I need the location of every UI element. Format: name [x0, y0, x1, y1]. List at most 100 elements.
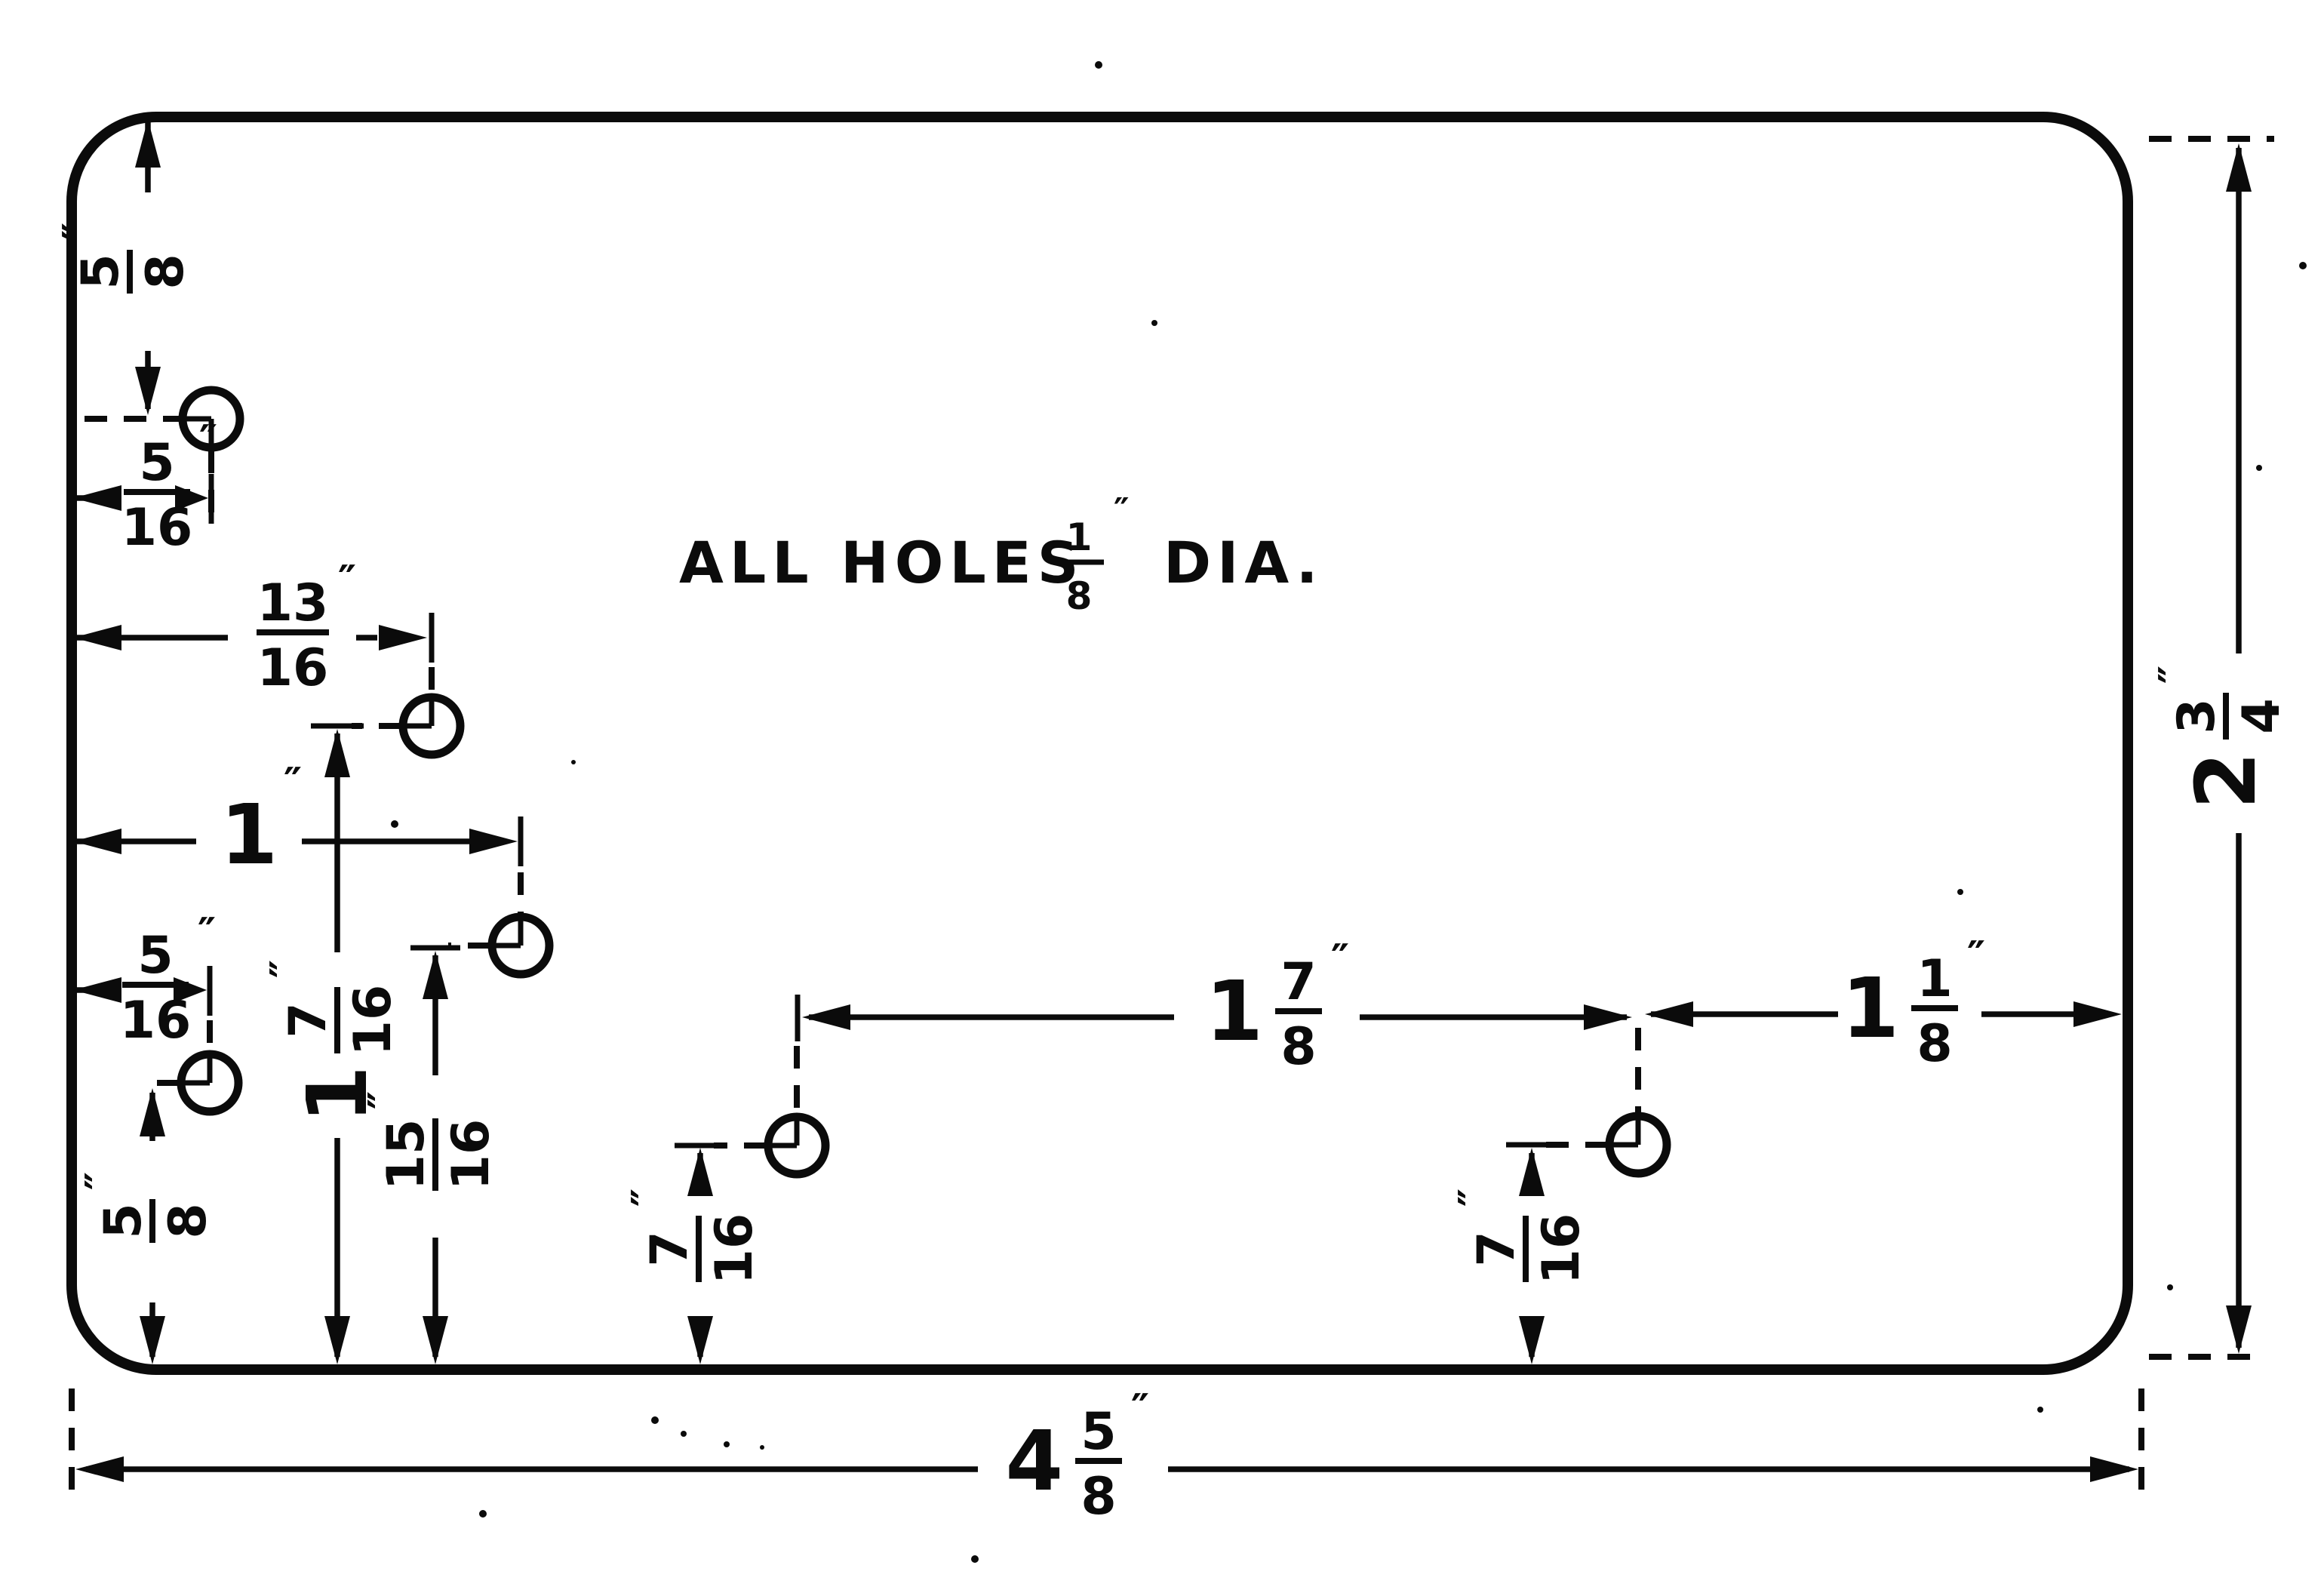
hole-6 [1605, 1112, 1671, 1178]
dimension-arrowhead [687, 1148, 713, 1196]
hole-3 [487, 912, 554, 979]
svg-text:4: 4 [2232, 698, 2292, 733]
dimension-arrowhead [2226, 1305, 2252, 1354]
dimension-arrowhead [379, 625, 427, 650]
hole-5 [764, 1112, 830, 1179]
scan-speck [1957, 889, 1963, 895]
dimension-arrowhead [73, 977, 121, 1003]
dimension-arrowhead [73, 829, 121, 854]
scan-speck [479, 1510, 487, 1518]
scan-speck [1095, 61, 1102, 69]
svg-text:″: ″ [199, 417, 217, 464]
svg-text:2: 2 [2178, 752, 2274, 810]
scan-speck [760, 1445, 764, 1450]
svg-text:16: 16 [1532, 1213, 1591, 1285]
svg-text:5: 5 [71, 254, 131, 289]
svg-text:″: ″ [77, 1172, 124, 1190]
svg-text:7: 7 [278, 1002, 338, 1038]
panel-outline-group [66, 112, 2133, 1375]
dimension-arrowhead [75, 1456, 124, 1482]
note-text-before: ALL HOLES [679, 529, 1084, 596]
svg-text:3: 3 [2167, 698, 2227, 733]
svg-text:1: 1 [1066, 515, 1093, 559]
dimension-arrowhead [73, 625, 121, 650]
svg-text:″: ″ [1331, 936, 1349, 983]
note-text-after: DIA. [1164, 529, 1323, 596]
scan-speck [971, 1555, 979, 1563]
svg-text:16: 16 [257, 638, 329, 698]
scan-speck [2037, 1407, 2043, 1413]
dimension-arrowhead [423, 1316, 448, 1364]
dimension-arrowhead [2090, 1456, 2138, 1482]
scan-speck [681, 1431, 687, 1437]
svg-text:8: 8 [1081, 1467, 1116, 1527]
svg-text:8: 8 [1066, 574, 1093, 618]
svg-text:″: ″ [1114, 491, 1130, 531]
svg-text:5: 5 [137, 926, 173, 986]
dim-hole3-from-left-edge: 1″ [73, 759, 524, 883]
svg-text:15: 15 [377, 1119, 436, 1191]
dimension-arrowhead [140, 1088, 165, 1136]
scan-specks-group [391, 61, 2307, 1563]
svg-text:16: 16 [121, 498, 193, 558]
panel-outline [66, 112, 2133, 1375]
dim-hole4-from-left-edge: 516″ [73, 909, 216, 1050]
dimension-arrowhead [140, 1316, 165, 1364]
svg-text:5: 5 [1081, 1402, 1116, 1462]
svg-text:″: ″ [284, 759, 302, 807]
svg-text:13: 13 [257, 574, 329, 633]
dim-hole5-to-hole6: 781″ [795, 936, 1632, 1077]
scan-speck [1151, 320, 1157, 326]
dim-hole1-from-left-edge: 516″ [73, 417, 217, 558]
svg-text:″: ″ [338, 557, 356, 604]
dimension-label: 181″ [1841, 933, 1985, 1074]
svg-text:4: 4 [1005, 1413, 1063, 1509]
svg-text:1: 1 [1205, 963, 1263, 1059]
dimension-arrowhead [2226, 143, 2252, 192]
svg-text:″: ″ [1131, 1385, 1149, 1433]
dimension-arrowhead [1519, 1148, 1545, 1196]
dim-hole6-to-right-edge: 181″ [1645, 933, 2122, 1074]
scan-speck [2299, 262, 2307, 269]
svg-text:16: 16 [705, 1213, 764, 1285]
svg-text:″: ″ [2150, 666, 2198, 684]
hole-4 [177, 1050, 243, 1116]
hole-2 [398, 693, 465, 759]
dimension-arrowhead [802, 1004, 850, 1030]
dim-overall-width: 584 ″ [75, 1385, 2138, 1527]
dimension-arrowhead [135, 367, 161, 415]
dimension-label: 1″ [220, 759, 302, 883]
scan-speck [2256, 465, 2262, 471]
svg-text:″: ″ [262, 960, 309, 978]
svg-text:5: 5 [94, 1203, 153, 1238]
dimension-arrowhead [135, 119, 161, 168]
dimension-arrowhead [687, 1316, 713, 1364]
svg-text:″: ″ [623, 1189, 671, 1207]
scan-speck [651, 1416, 659, 1424]
svg-text:″: ″ [198, 909, 216, 957]
holes-group [177, 386, 1671, 1179]
dimension-label: 781″ [1205, 936, 1349, 1077]
dimension-arrowhead [2073, 1001, 2122, 1027]
svg-text:″: ″ [1450, 1189, 1498, 1207]
svg-text:16: 16 [343, 985, 403, 1056]
scan-speck [724, 1441, 730, 1447]
svg-text:″: ″ [54, 223, 102, 241]
